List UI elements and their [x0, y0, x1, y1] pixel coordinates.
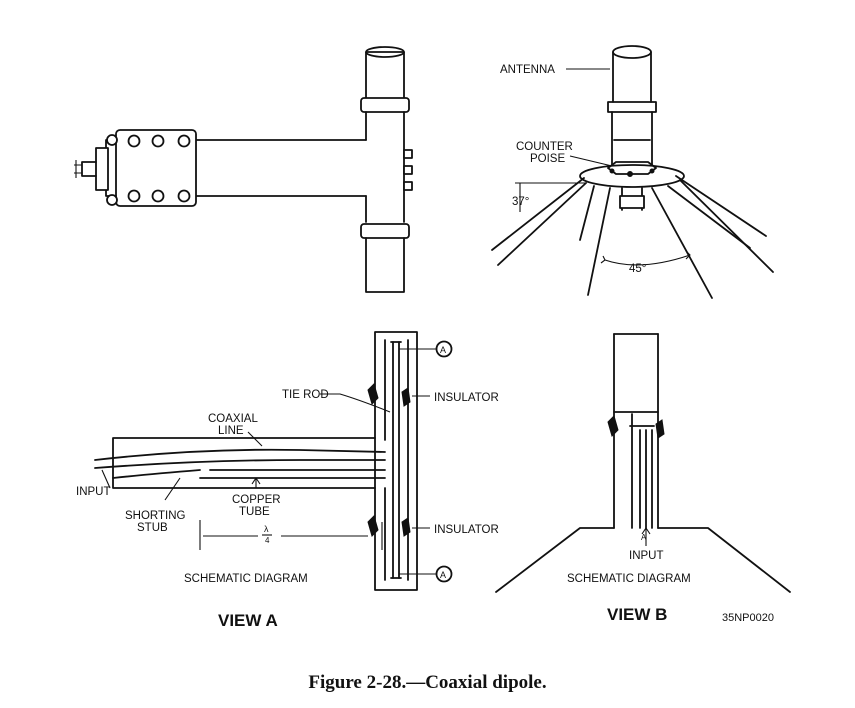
view-b-schematic-label: SCHEMATIC DIAGRAM — [567, 573, 691, 585]
figure-caption: Figure 2-28.—Coaxial dipole. — [308, 672, 547, 693]
view-a-input-label: INPUT — [76, 486, 111, 498]
dipole-assembly-drawing — [74, 46, 413, 293]
angle-37-label: 37° — [512, 196, 529, 208]
view-b-title: VIEW B — [607, 605, 667, 624]
copper-tube-label-line1: COPPER — [232, 494, 281, 506]
antenna-label: ANTENNA — [500, 64, 555, 76]
view-b-input-label: INPUT — [629, 550, 664, 562]
ref-a-bottom: A — [440, 570, 446, 580]
coaxial-line-label-line2: LINE — [218, 425, 244, 437]
coaxial-line-label-line1: COAXIAL — [208, 413, 258, 425]
shorting-stub-label-line1: SHORTING — [125, 510, 186, 522]
counterpoise-label-line1: COUNTER — [516, 141, 573, 153]
view-a-title: VIEW A — [218, 611, 278, 630]
insulator-bottom-label: INSULATOR — [434, 524, 499, 536]
ref-a-top: A — [440, 345, 446, 355]
insulator-top-label: INSULATOR — [434, 392, 499, 404]
tie-rod-label: TIE ROD — [282, 389, 329, 401]
quarter-wave-denominator: 4 — [265, 536, 270, 545]
quarter-wave-numerator: λ — [264, 524, 269, 534]
counterpoise-antenna-drawing — [491, 45, 774, 299]
shorting-stub-label-line2: STUB — [137, 522, 168, 534]
view-b-schematic — [495, 333, 791, 593]
angle-45-label: 45° — [629, 263, 646, 275]
figure-code: 35NP0020 — [722, 612, 774, 624]
view-a-schematic-label: SCHEMATIC DIAGRAM — [184, 573, 308, 585]
copper-tube-label-line2: TUBE — [239, 506, 270, 518]
view-a-schematic — [94, 331, 453, 591]
counterpoise-label-line2: POISE — [530, 153, 565, 165]
view-b-section-label: A — [641, 533, 647, 542]
